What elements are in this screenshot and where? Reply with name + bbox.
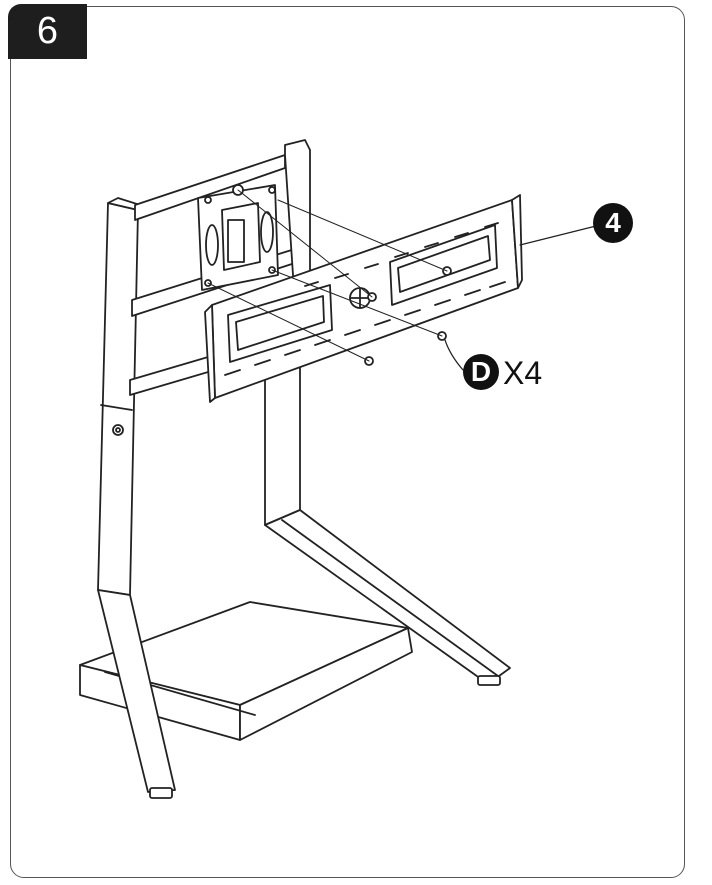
screws-d	[207, 189, 452, 366]
step-number-tab: 6	[8, 4, 87, 59]
part-callout-label: 4	[605, 207, 621, 238]
hardware-quantity: X4	[503, 355, 543, 391]
step-number: 6	[36, 10, 59, 52]
tv-bracket	[204, 194, 523, 403]
hardware-callout-badge: D	[463, 354, 499, 390]
base-shelf	[79, 601, 413, 741]
front-upright	[97, 197, 176, 799]
rear-upright	[264, 344, 511, 686]
step-frame	[10, 6, 685, 878]
part-callout-badge: 4	[593, 203, 633, 243]
callout-leaders	[444, 225, 597, 371]
hardware-callout-letter: D	[470, 356, 492, 387]
vesa-adapter-plate	[197, 184, 279, 291]
